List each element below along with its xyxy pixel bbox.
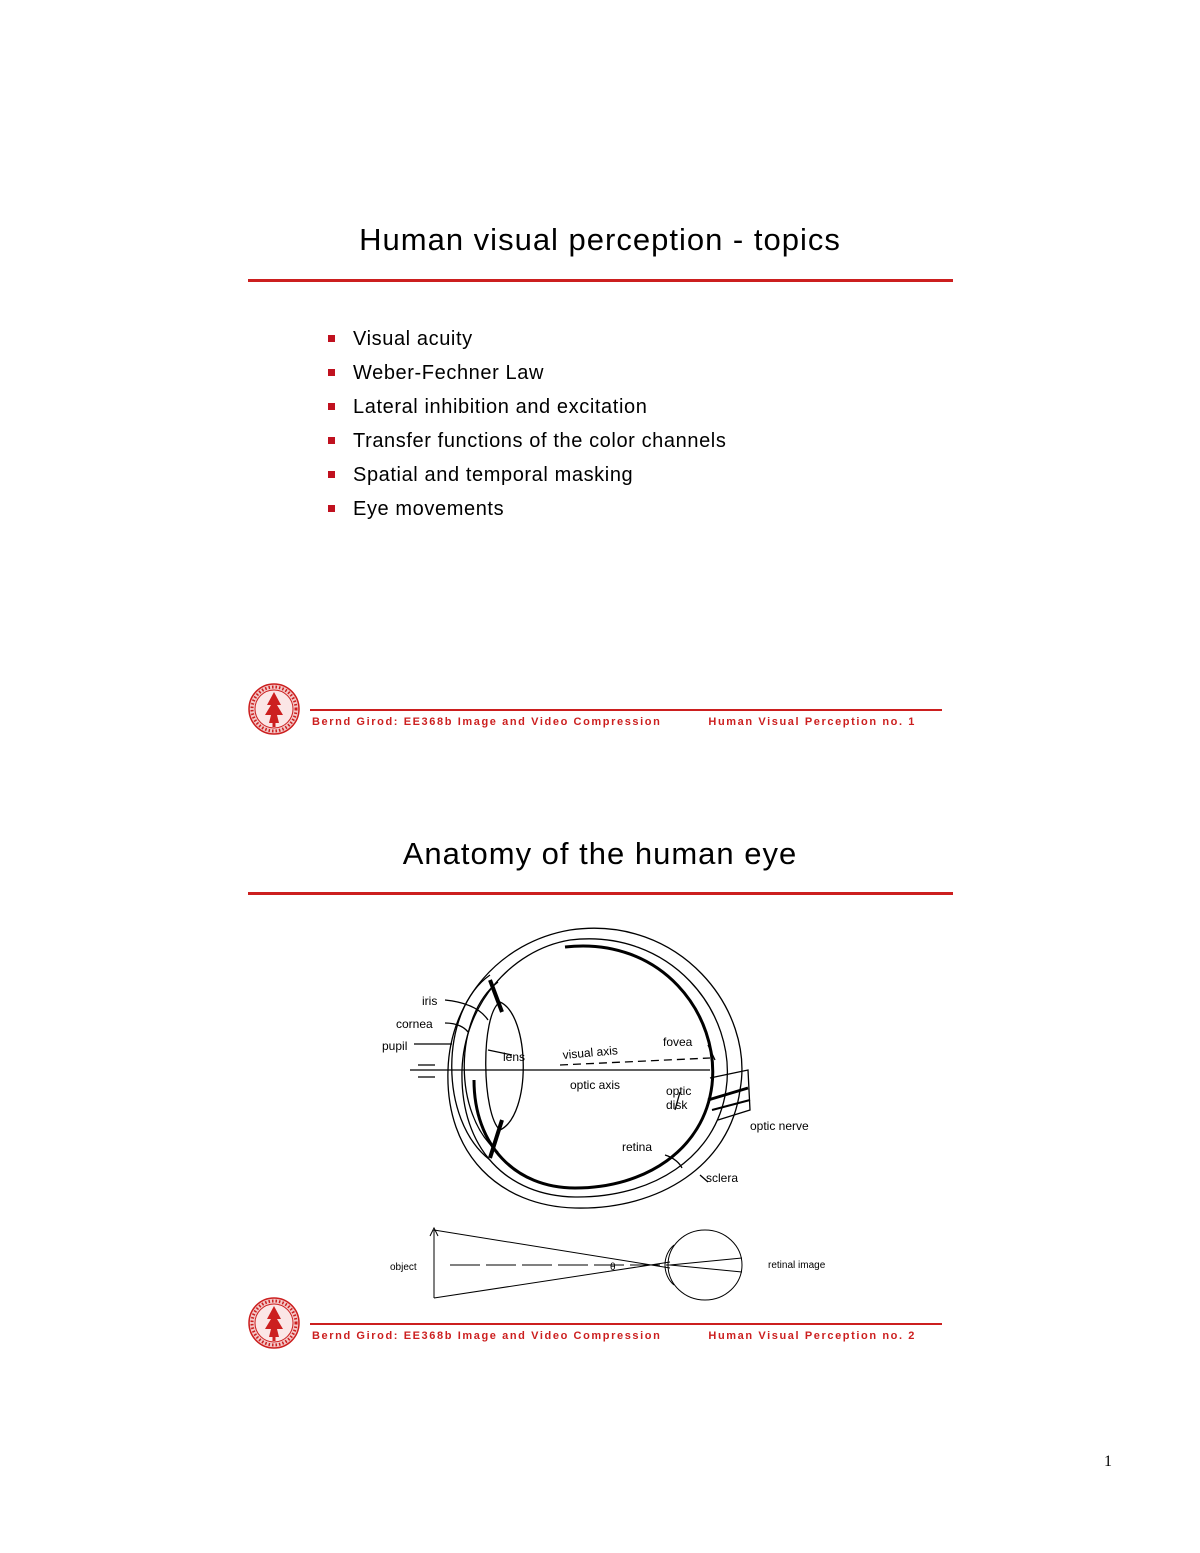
label-iris: iris bbox=[422, 994, 437, 1008]
university-seal-logo bbox=[248, 1297, 300, 1349]
slide-1: Human visual perception - topics Visual … bbox=[0, 0, 1200, 735]
list-item: Eye movements bbox=[328, 495, 726, 529]
slide-2: Anatomy of the human eye bbox=[0, 0, 1200, 1349]
title-underline bbox=[248, 279, 953, 282]
footer-rule bbox=[310, 1323, 942, 1325]
list-item: Transfer functions of the color channels bbox=[328, 427, 726, 461]
page-number: 1 bbox=[1104, 1453, 1112, 1470]
label-optic-disk-2: disk bbox=[666, 1098, 688, 1112]
eye-anatomy-diagram: iris cornea pupil lens visual axis fovea… bbox=[382, 927, 826, 1301]
label-optic-axis: optic axis bbox=[570, 1078, 620, 1092]
label-cornea: cornea bbox=[396, 1017, 433, 1031]
footer-course: Bernd Girod: EE368b Image and Video Comp… bbox=[312, 1330, 662, 1342]
label-retinal-image: retinal image bbox=[768, 1260, 826, 1271]
label-object: object bbox=[390, 1262, 417, 1273]
slide-title: Human visual perception - topics bbox=[359, 222, 841, 257]
label-fovea: fovea bbox=[663, 1035, 693, 1049]
label-pupil: pupil bbox=[382, 1039, 407, 1053]
slide-title: Anatomy of the human eye bbox=[402, 836, 798, 871]
footer-course: Bernd Girod: EE368b Image and Video Comp… bbox=[312, 716, 662, 728]
university-seal-logo bbox=[248, 683, 300, 735]
label-optic-nerve: optic nerve bbox=[750, 1119, 809, 1133]
label-retina: retina bbox=[622, 1140, 652, 1154]
label-theta: θ bbox=[610, 1262, 616, 1273]
list-item: Visual acuity bbox=[328, 325, 726, 359]
label-visual-axis: visual axis bbox=[562, 1043, 618, 1062]
list-item: Spatial and temporal masking bbox=[328, 461, 726, 495]
list-item: Weber-Fechner Law bbox=[328, 359, 726, 393]
title-underline bbox=[248, 892, 953, 895]
label-sclera: sclera bbox=[706, 1171, 738, 1185]
bullet-square-icon bbox=[328, 471, 335, 478]
bullet-square-icon bbox=[328, 437, 335, 444]
bullet-square-icon bbox=[328, 369, 335, 376]
topic-list: Visual acuity Weber-Fechner Law Lateral … bbox=[328, 325, 726, 529]
bullet-square-icon bbox=[328, 335, 335, 342]
bullet-square-icon bbox=[328, 505, 335, 512]
label-lens: lens bbox=[503, 1050, 525, 1064]
bullet-square-icon bbox=[328, 403, 335, 410]
label-optic-disk-1: optic bbox=[666, 1084, 691, 1098]
list-item: Lateral inhibition and excitation bbox=[328, 393, 726, 427]
footer-slide-number: Human Visual Perception no. 1 bbox=[708, 716, 916, 728]
footer-rule bbox=[310, 709, 942, 711]
footer-slide-number: Human Visual Perception no. 2 bbox=[708, 1330, 916, 1342]
